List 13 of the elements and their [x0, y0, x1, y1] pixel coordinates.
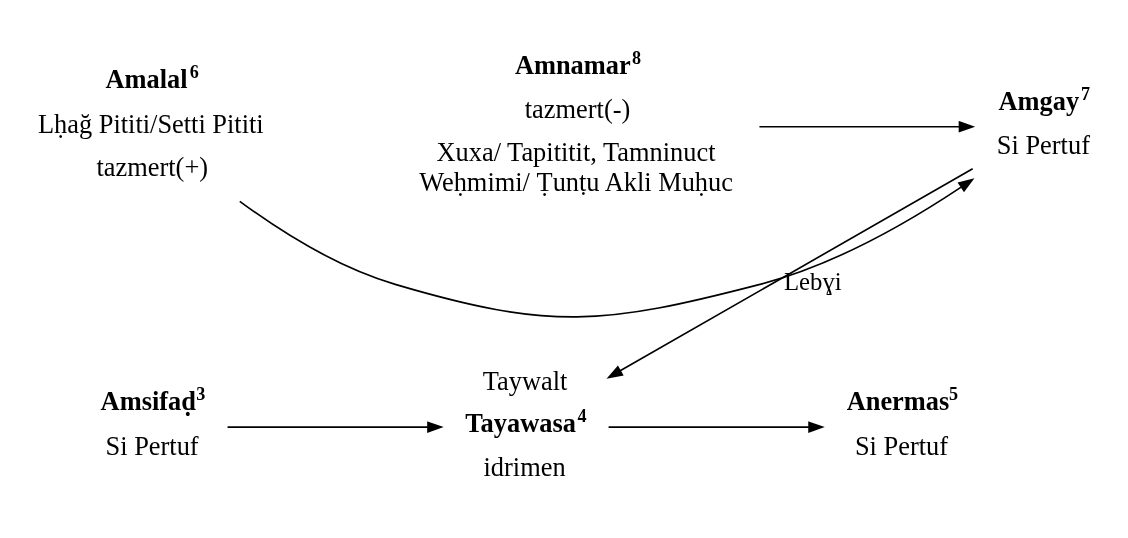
- arrow: [226, 420, 444, 433]
- node-text: Amgay$^{7}$ Si Pertuf: [996, 83, 1091, 160]
- node-text: Amsifaḍ$^{3}$ Si Pertuf: [100, 383, 206, 461]
- node-label: Taywalt: [482, 365, 568, 396]
- arrow: [758, 120, 976, 132]
- edge-label: Lebɣi: [783, 267, 842, 295]
- arrow: [607, 420, 825, 433]
- node-text: Anermas$^{5}$ Si Pertuf: [846, 383, 959, 461]
- node-text: Amnamar$^{8}$ tazmert(-) Xuxa/ Tapititit, Tamninuct Weḥmimi/ Ṭunṭu Akli Muḥuc: [419, 47, 733, 197]
- node-text: Tayawasa$^{4}$ idrimen: [465, 405, 587, 482]
- node-text: Amalal$^{6}$ Lḥağ Pititi/Setti Pititi tazmert(+): [37, 61, 264, 182]
- arrow: [606, 167, 974, 379]
- arrow: [238, 177, 975, 318]
